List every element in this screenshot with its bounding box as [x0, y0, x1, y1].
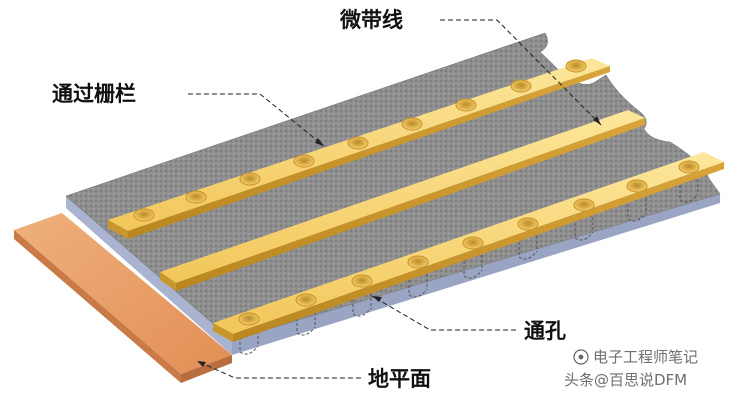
leader-arrowheads	[197, 116, 601, 367]
microstrip-trace	[160, 110, 645, 291]
watermark-line2: 头条@百思说DFM	[564, 371, 687, 389]
via-hole	[293, 154, 315, 168]
via-hole	[347, 136, 369, 150]
via-hole	[510, 79, 532, 93]
leader-via-fence	[188, 93, 325, 147]
arrowhead-via-fence	[315, 138, 324, 146]
via-hole	[678, 160, 700, 174]
via-hole	[455, 98, 477, 112]
via-hole	[238, 312, 260, 326]
via-hole	[351, 274, 373, 288]
via-fence-holes-back	[133, 59, 587, 222]
via-hole	[517, 217, 539, 231]
via-fence-strip-back	[108, 58, 610, 239]
label-via-fence: 通过栅栏	[52, 82, 136, 106]
via-fence-strip-front	[213, 152, 724, 355]
watermark: 电子工程师笔记 头条@百思说DFM	[564, 348, 698, 389]
leader-ground	[196, 360, 361, 379]
watermark-icon-dot	[578, 354, 584, 360]
via-hole	[295, 293, 317, 307]
via-hole	[239, 172, 261, 186]
ground-plane	[14, 213, 232, 383]
via-hole	[133, 208, 155, 222]
label-ground-plane: 地平面	[368, 367, 431, 391]
watermark-icon	[573, 349, 589, 365]
via-hole	[573, 198, 595, 212]
label-microstrip: 微带线	[339, 8, 403, 32]
via-hole	[462, 236, 484, 250]
label-via-hole: 通孔	[524, 319, 566, 343]
arrowhead-microstrip	[593, 116, 601, 125]
arrowhead-ground	[197, 361, 206, 367]
arrowhead-via-hole	[372, 296, 382, 302]
via-hole	[626, 179, 648, 193]
via-fence-holes-front	[238, 160, 700, 326]
via-hole	[407, 255, 429, 269]
via-hole	[401, 117, 423, 131]
leader-via-hole	[371, 295, 516, 331]
via-hole	[185, 190, 207, 204]
via-hole	[565, 59, 587, 73]
leader-lines	[188, 19, 602, 379]
leader-microstrip	[440, 19, 602, 126]
watermark-line1: 电子工程师笔记	[593, 348, 698, 366]
